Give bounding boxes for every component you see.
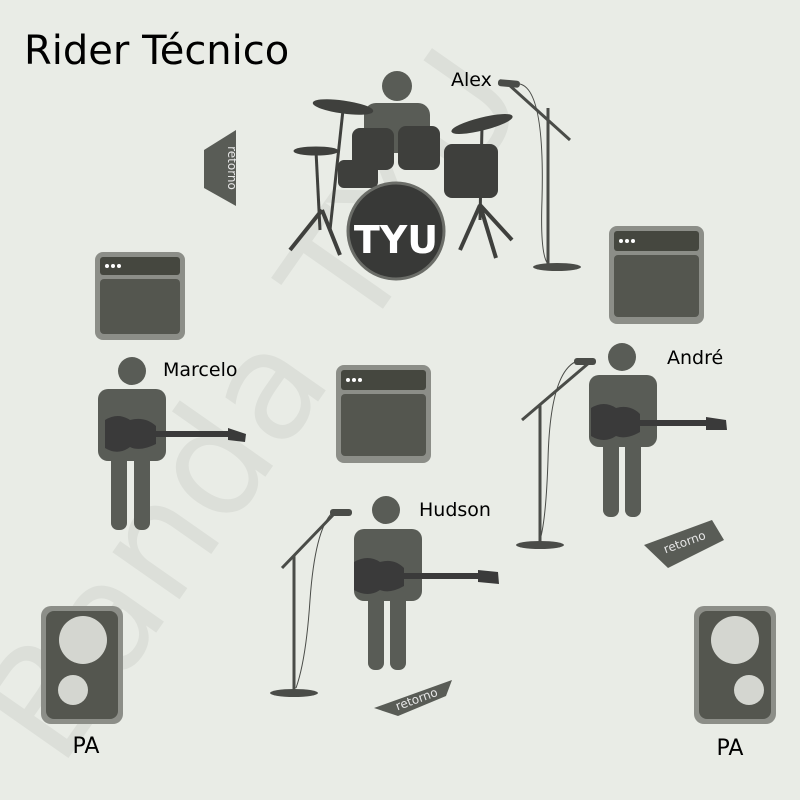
musician-name-drummer: Alex [451,69,492,91]
musician-name-guitar-center: Hudson [419,499,491,521]
monitor-label: retorno [394,685,440,713]
bass-drum [346,181,446,281]
drums-shells [338,126,498,198]
amp-guitar-hudson [336,365,431,463]
drum-stands [288,203,514,259]
bass-guitar [105,416,246,452]
musician-guitar-center: Hudson [354,496,499,670]
mic-stand-drummer [497,79,581,271]
monitor-andre: retorno [644,520,724,568]
monitor-label: retorno [225,146,239,190]
amp-bass [95,252,185,340]
cymbals [293,99,513,231]
musician-guitar-right: André [589,343,727,517]
monitor-hudson: retorno [374,680,452,716]
drum-logo: TYU [354,218,438,262]
drum-kit: TYU Alex [288,69,514,281]
monitor-drummer: retorno [204,130,239,206]
pa-speaker-right: PA [694,606,776,761]
electric-guitar [591,404,727,440]
pa-label: PA [73,734,100,759]
mic-stand-hudson [270,509,352,697]
musician-name-guitar-right: André [667,347,723,369]
mic-stand-andre [516,358,596,549]
musician-name-bass: Marcelo [163,359,237,381]
amp-guitar-andre [609,226,704,324]
musician-bass: Marcelo [98,357,246,530]
pa-label: PA [717,736,744,761]
page-title: Rider Técnico [24,28,289,74]
electric-guitar [354,558,499,594]
pa-speaker-left: PA [41,606,123,759]
